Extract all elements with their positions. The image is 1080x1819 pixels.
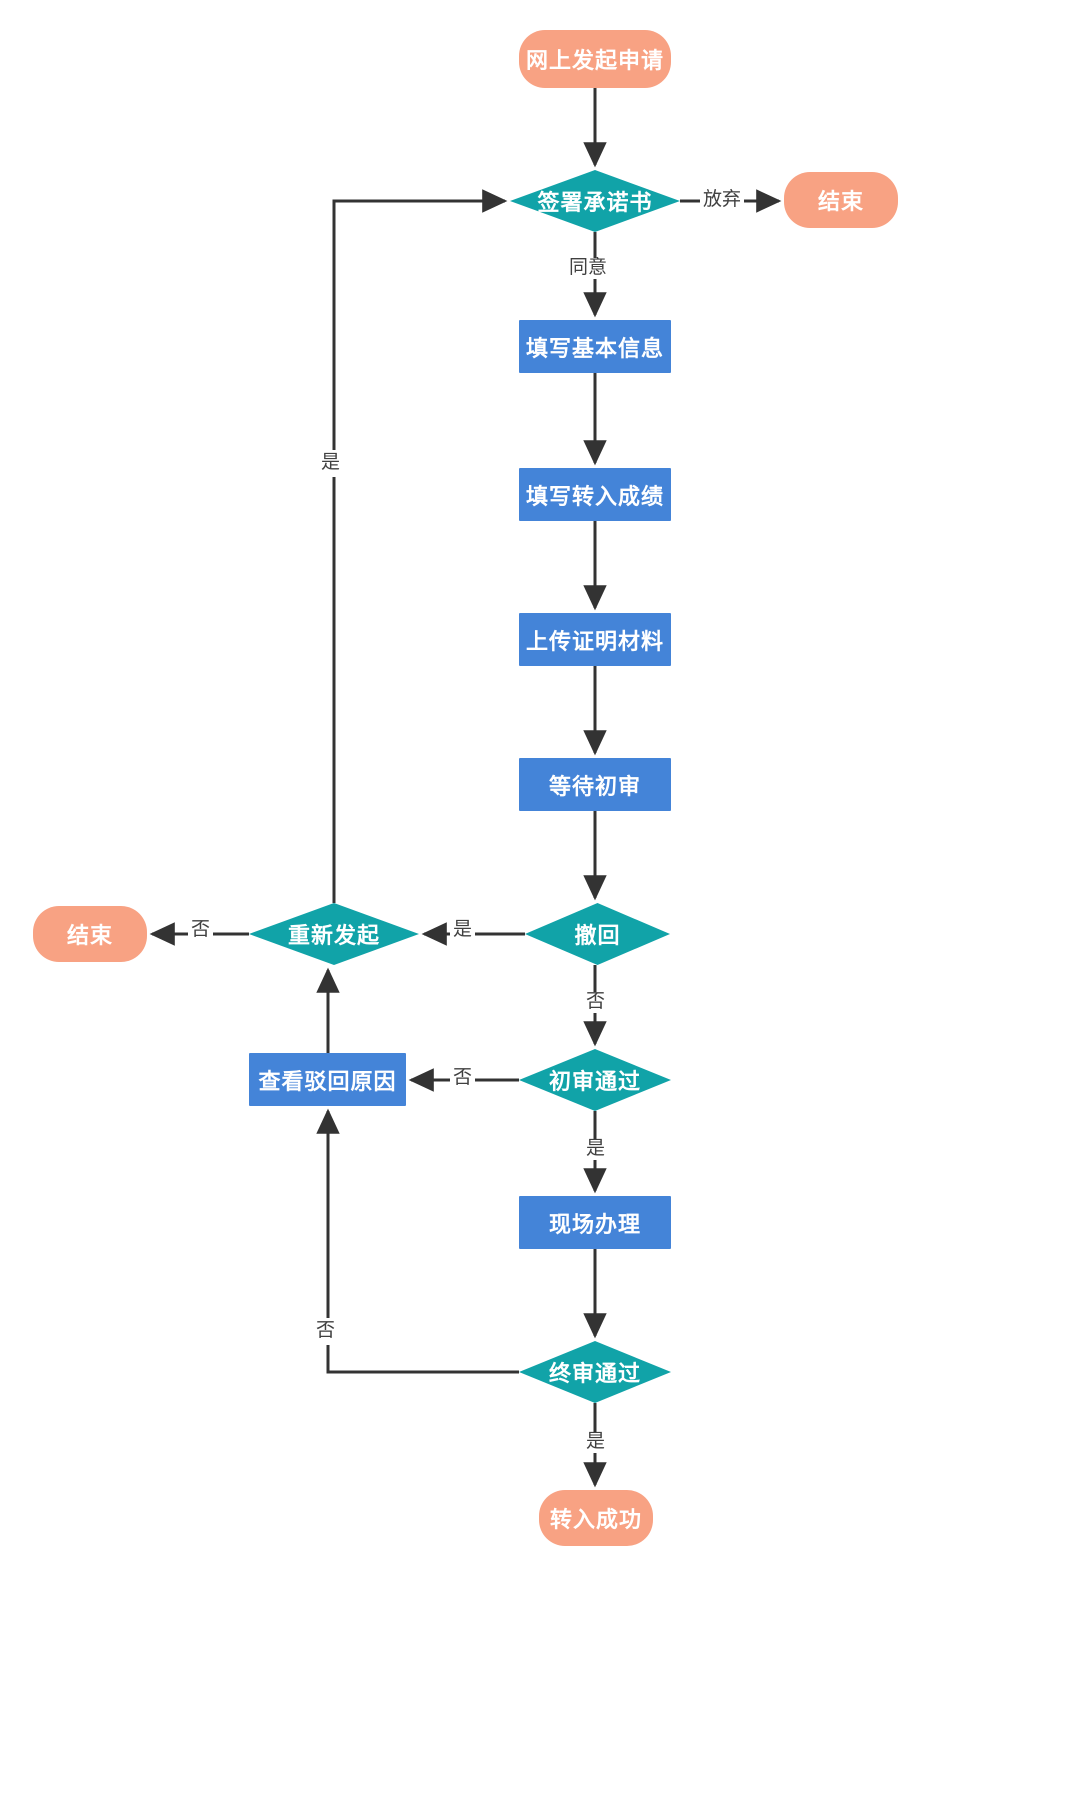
node-onsite-processing-label: 现场办理	[548, 1211, 641, 1237]
node-sign-commitment-label: 签署承诺书	[537, 190, 653, 215]
edge-finalpass-to-viewreject	[316, 1108, 519, 1374]
node-fill-basic-info-label: 填写基本信息	[525, 335, 664, 361]
node-final-review-pass[interactable]: 终审通过	[519, 1341, 671, 1403]
node-transfer-success[interactable]: 转入成功	[539, 1490, 653, 1546]
node-sign-commitment[interactable]: 签署承诺书	[510, 170, 680, 232]
edge-label-withdraw-yes: 是	[450, 919, 476, 941]
node-await-first-review[interactable]: 等待初审	[519, 758, 671, 811]
node-restart-label: 重新发起	[287, 923, 380, 948]
node-upload-materials-label: 上传证明材料	[525, 628, 664, 654]
node-view-reject-reason-label: 查看驳回原因	[258, 1068, 397, 1094]
edge-label-restart-no: 否	[188, 919, 214, 941]
node-end-abandon[interactable]: 结束	[784, 172, 898, 228]
edge-label-final-review-yes: 是	[583, 1431, 609, 1453]
edge-label-restart-yes: 是	[319, 450, 343, 477]
node-restart[interactable]: 重新发起	[249, 903, 419, 965]
node-transfer-success-label: 转入成功	[549, 1507, 642, 1532]
edge-label-withdraw-no: 否	[583, 991, 609, 1013]
edge-label-agree: 同意	[566, 257, 611, 279]
node-first-review-pass-label: 初审通过	[548, 1069, 641, 1094]
node-end-abandon-label: 结束	[817, 189, 864, 214]
node-withdraw[interactable]: 撤回	[525, 903, 670, 965]
edge-label-first-review-no: 否	[450, 1067, 476, 1089]
node-end-no-restart-label: 结束	[66, 923, 113, 948]
node-final-review-pass-label: 终审通过	[548, 1361, 641, 1386]
node-view-reject-reason[interactable]: 查看驳回原因	[249, 1053, 406, 1106]
node-await-first-review-label: 等待初审	[548, 773, 641, 799]
node-end-no-restart[interactable]: 结束	[33, 906, 147, 962]
edge-label-final-review-no: 否	[314, 1318, 338, 1345]
node-upload-materials[interactable]: 上传证明材料	[519, 613, 671, 666]
node-fill-transfer-score-label: 填写转入成绩	[525, 483, 664, 509]
node-fill-basic-info[interactable]: 填写基本信息	[519, 320, 671, 373]
node-onsite-processing[interactable]: 现场办理	[519, 1196, 671, 1249]
node-start[interactable]: 网上发起申请	[519, 30, 671, 88]
node-withdraw-label: 撤回	[574, 923, 621, 948]
node-start-label: 网上发起申请	[525, 48, 664, 73]
node-first-review-pass[interactable]: 初审通过	[519, 1049, 671, 1111]
edge-label-abandon: 放弃	[700, 189, 745, 211]
edge-restart-to-sign	[332, 189, 508, 903]
edge-label-first-review-yes: 是	[583, 1138, 609, 1160]
node-fill-transfer-score[interactable]: 填写转入成绩	[519, 468, 671, 521]
